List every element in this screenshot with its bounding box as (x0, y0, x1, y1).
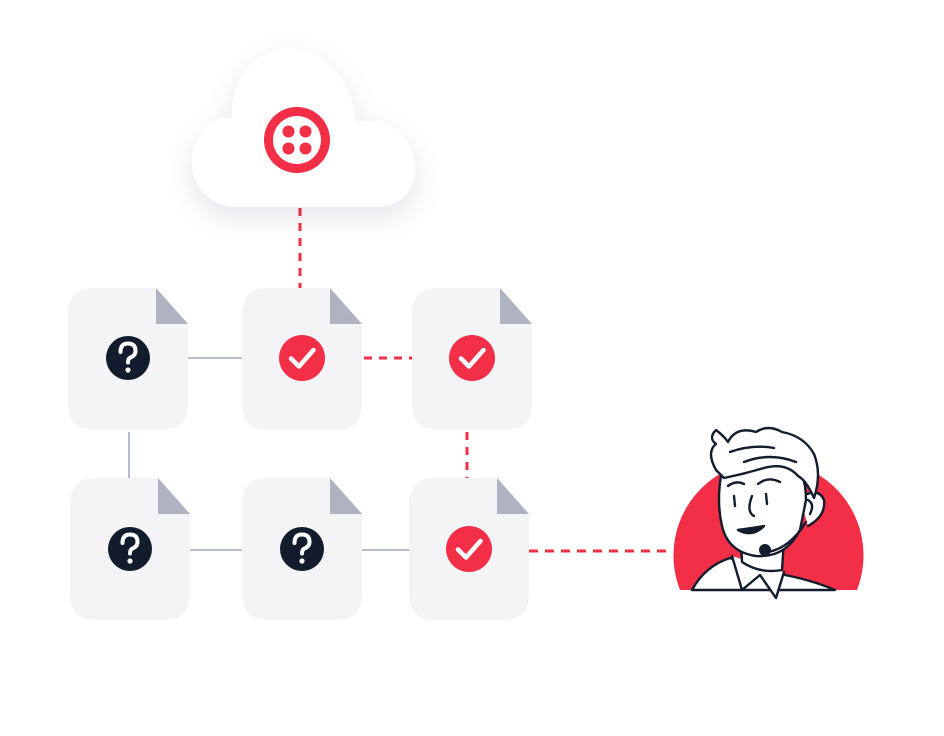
document-card (68, 288, 188, 430)
document-fold (156, 288, 188, 324)
checkmark-icon (279, 335, 325, 381)
twilio-logo-icon (264, 107, 330, 173)
document-fold (330, 478, 362, 514)
document-fold (330, 288, 362, 324)
support-agent-with-headset-icon (673, 426, 864, 600)
question-icon (106, 336, 150, 380)
document-card (70, 478, 190, 620)
agent-hair (709, 426, 820, 500)
document-card (242, 288, 362, 430)
document-fold (158, 478, 190, 514)
document-card (242, 478, 362, 620)
document-card (412, 288, 532, 430)
agent-collar (730, 554, 786, 600)
agent-headset-mic (759, 544, 771, 556)
question-icon (280, 527, 324, 571)
document-fold (500, 288, 532, 324)
checkmark-icon (449, 335, 495, 381)
connectors (128, 208, 672, 553)
document-card (409, 478, 529, 620)
agent-headset (766, 520, 808, 554)
document-fold (497, 478, 529, 514)
checkmark-icon (446, 526, 492, 572)
question-icon (108, 527, 152, 571)
